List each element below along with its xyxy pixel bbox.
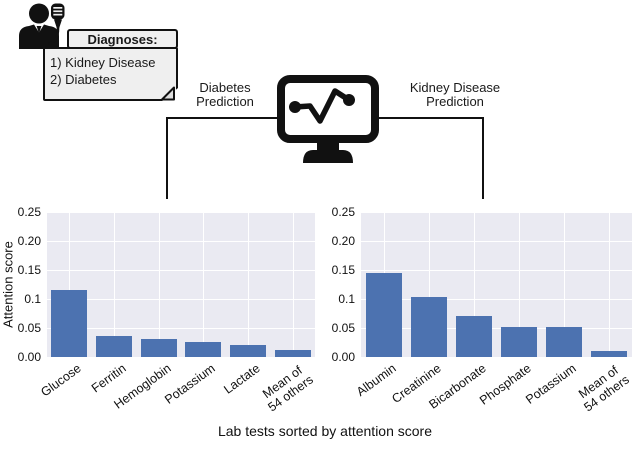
gridline-vertical [519, 212, 521, 357]
bar-creatinine [410, 297, 447, 357]
gridline-vertical [248, 212, 249, 357]
plot-area [361, 212, 632, 357]
gridline-horizontal [361, 270, 632, 271]
gridline-horizontal [47, 212, 315, 213]
y-tick-label: 0.05 [331, 321, 355, 335]
gridline-horizontal [47, 299, 315, 300]
bar-glucose [51, 290, 88, 357]
y-tick-label: 0.15 [17, 263, 41, 277]
bar-bicarbonate [455, 315, 492, 357]
y-tick-label: 0.15 [331, 263, 355, 277]
gridline-horizontal [47, 270, 315, 271]
gridline-horizontal [47, 328, 315, 329]
tie-icon [36, 26, 42, 34]
figure-caption: Lab tests sorted by attention score [217, 423, 432, 439]
vitals-waveform-icon [289, 88, 355, 124]
y-tick-label: 0.25 [331, 205, 355, 219]
gridline-vertical [69, 212, 71, 357]
bar-mean-of [591, 351, 628, 357]
microphone-icon [48, 3, 65, 45]
gridline-vertical [473, 212, 475, 357]
gridline-vertical [564, 212, 566, 357]
gridline-horizontal [361, 241, 632, 242]
clinician-icon [19, 3, 65, 49]
note-line-2: 2) Diabetes [50, 72, 117, 87]
bar-potassium [546, 327, 583, 357]
monitor-icon [277, 75, 379, 163]
bar-ferritin [96, 336, 132, 357]
gridline-horizontal [361, 328, 632, 329]
note-fold-corner-icon [161, 86, 178, 102]
gridline-horizontal [361, 299, 632, 300]
x-tick-label-glucose: Glucose [38, 361, 84, 400]
diabetes-prediction-label: Diabetes Prediction [196, 80, 254, 109]
y-tick-label: 0.25 [17, 205, 41, 219]
x-tick-label-mean-of: Mean of 54 others [259, 363, 316, 415]
gridline-vertical [158, 212, 160, 357]
note-title: Diagnoses: [67, 29, 178, 49]
bar-hemoglobin [140, 339, 177, 357]
bar-albumin [365, 272, 402, 357]
gridline-horizontal [361, 212, 632, 213]
y-tick-label: 0.1 [338, 292, 355, 306]
connector-left-vertical [166, 117, 168, 199]
y-tick-label: 0.20 [331, 234, 355, 248]
kidney-disease-prediction-label: Kidney Disease Prediction [409, 80, 501, 109]
connector-right-vertical [482, 117, 484, 199]
note-line-1: 1) Kidney Disease [50, 55, 156, 70]
y-tick-label: 0.00 [331, 350, 355, 364]
y-tick-label: 0.20 [17, 234, 41, 248]
bar-potassium [185, 341, 222, 357]
gridline-vertical [292, 212, 294, 357]
gridline-vertical [428, 212, 430, 357]
y-tick-label: 0.1 [24, 292, 41, 306]
bar-lactate [230, 345, 266, 357]
x-tick-label-mean-of: Mean of 54 others [576, 363, 632, 415]
diagnosis-note: 1) Kidney Disease 2) Diabetes [43, 47, 178, 101]
gridline-vertical [609, 212, 611, 357]
bar-phosphate [501, 327, 538, 357]
plot-area [47, 212, 315, 357]
gridline-vertical [114, 212, 115, 357]
y-tick-label: 0.00 [17, 350, 41, 364]
gridline-horizontal [47, 241, 315, 242]
x-tick-label-potassium: Potassium [523, 361, 579, 407]
bar-mean-of [274, 349, 311, 357]
connector-left-horizontal [166, 117, 282, 119]
connector-right-horizontal [375, 117, 484, 119]
gridline-vertical [203, 212, 205, 357]
y-tick-label: 0.05 [17, 321, 41, 335]
